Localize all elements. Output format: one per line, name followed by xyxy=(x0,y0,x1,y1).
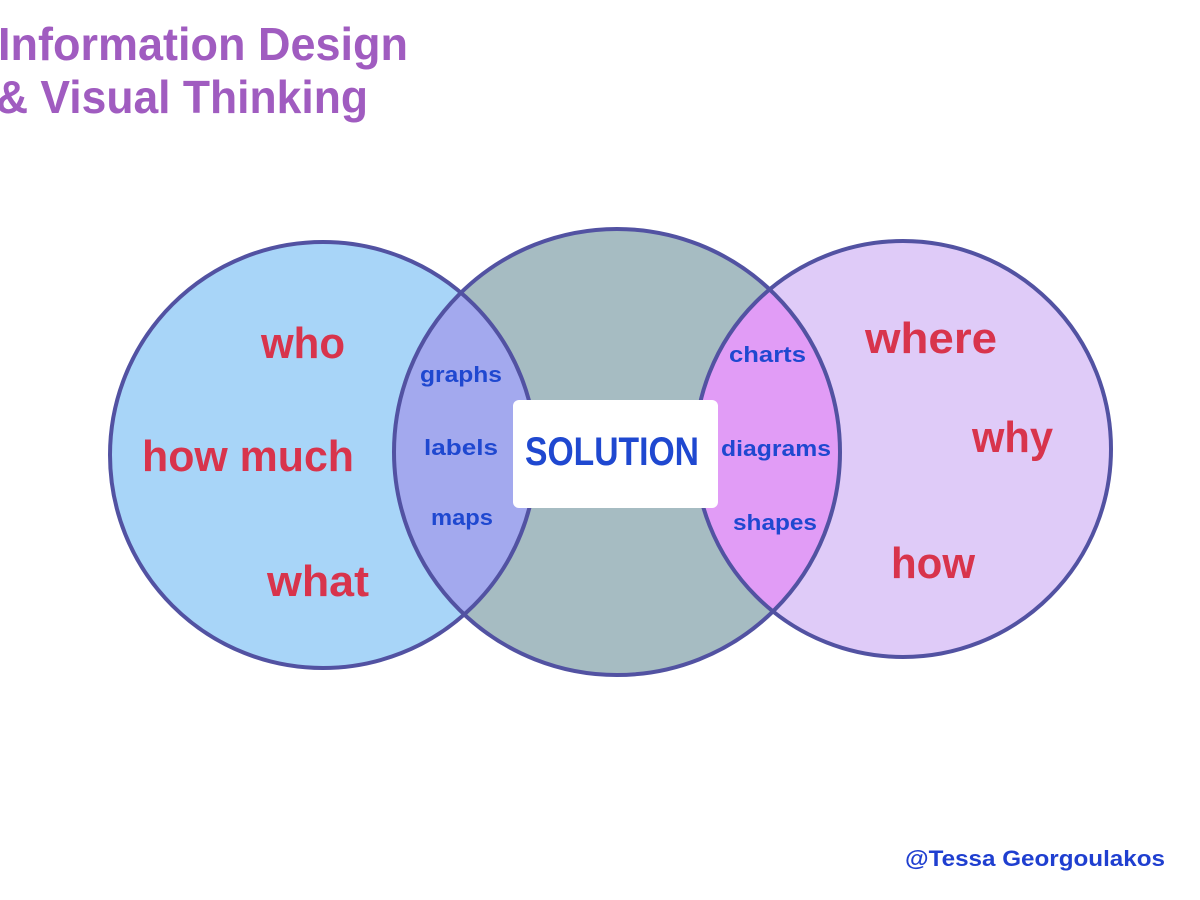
overlap-item-graphs: graphs xyxy=(420,362,502,387)
overlap-item-shapes: shapes xyxy=(733,510,817,535)
middle-circle-outline xyxy=(392,227,842,677)
overlap-item-labels: labels xyxy=(424,435,498,460)
overlap-item-charts: charts xyxy=(729,342,806,367)
left-item-what: what xyxy=(266,557,369,606)
title-line-1: Information Design xyxy=(0,18,408,70)
overlap-item-maps: maps xyxy=(431,505,493,530)
overlap-item-diagrams: diagrams xyxy=(721,436,831,461)
title-line-2: & Visual Thinking xyxy=(0,71,368,123)
right-item-why: why xyxy=(971,413,1053,462)
left-item-how-much: how much xyxy=(142,432,354,481)
left-item-who: who xyxy=(260,319,345,368)
right-item-how: how xyxy=(891,539,976,588)
author-credit: @Tessa Georgoulakos xyxy=(905,846,1165,871)
solution-label: SOLUTION xyxy=(525,430,699,474)
solution-box xyxy=(513,400,718,508)
right-item-where: where xyxy=(864,314,997,363)
